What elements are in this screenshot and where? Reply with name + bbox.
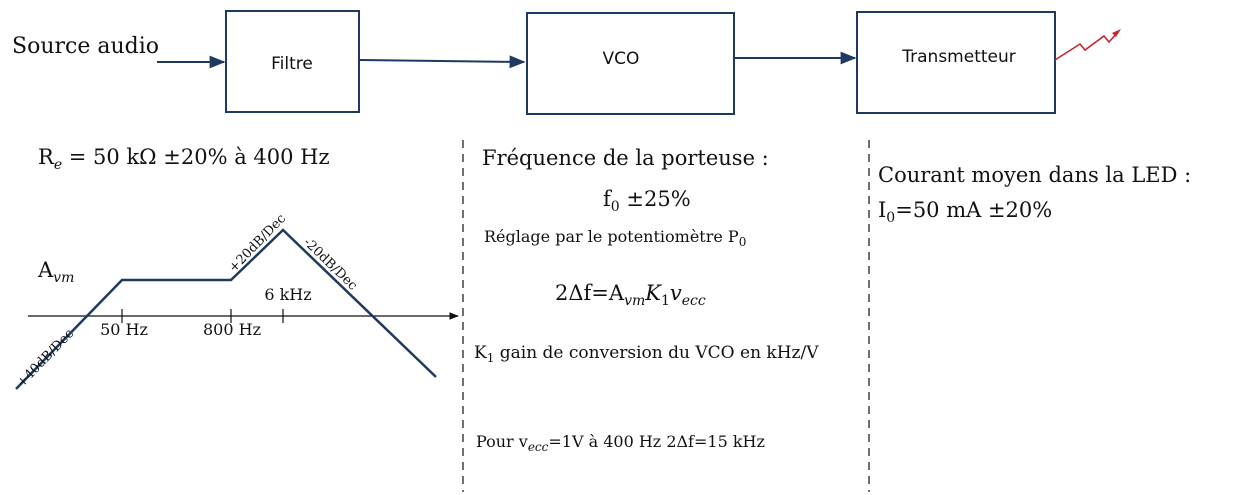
slope-label-mid: +20dB/Dec	[226, 211, 289, 275]
bode-gain-curve	[15, 228, 437, 390]
impedance-spec: Re = 50 kΩ ±20% à 400 Hz	[38, 145, 330, 173]
slope-label-rising: +40dB/Dec	[14, 326, 77, 390]
adjust-text: Réglage par le potentiomètre P0	[484, 227, 746, 249]
k1-definition: K1 gain de conversion du VCO en kHz/V	[474, 343, 819, 365]
carrier-heading: Fréquence de la porteuse :	[482, 146, 769, 170]
arrow-filter-to-vco	[358, 55, 526, 69]
vco-label: VCO	[603, 49, 640, 69]
tick-label-800hz: 800 Hz	[203, 320, 261, 339]
tick-label-6khz: 6 kHz	[264, 285, 311, 304]
example-text: Pour vecc=1V à 400 Hz 2Δf=15 kHz	[476, 432, 765, 454]
led-current: I0=50 mA ±20%	[878, 198, 1052, 226]
deviation-formula: 2Δf=AvmK1vecc	[555, 281, 706, 309]
carrier-frequency: f0 ±25%	[603, 187, 691, 215]
source-audio-label: Source audio	[12, 34, 159, 59]
transmitter-label: Transmetteur	[901, 47, 1016, 67]
tick-label-50hz: 50 Hz	[100, 320, 148, 339]
gain-label: Avm	[37, 258, 74, 286]
filter-block	[225, 10, 360, 113]
transmitter-block	[856, 11, 1056, 114]
signal-lightning-icon	[1054, 29, 1121, 61]
filter-label: Filtre	[271, 54, 313, 74]
vco-block	[526, 12, 735, 115]
led-heading: Courant moyen dans la LED :	[878, 163, 1191, 187]
